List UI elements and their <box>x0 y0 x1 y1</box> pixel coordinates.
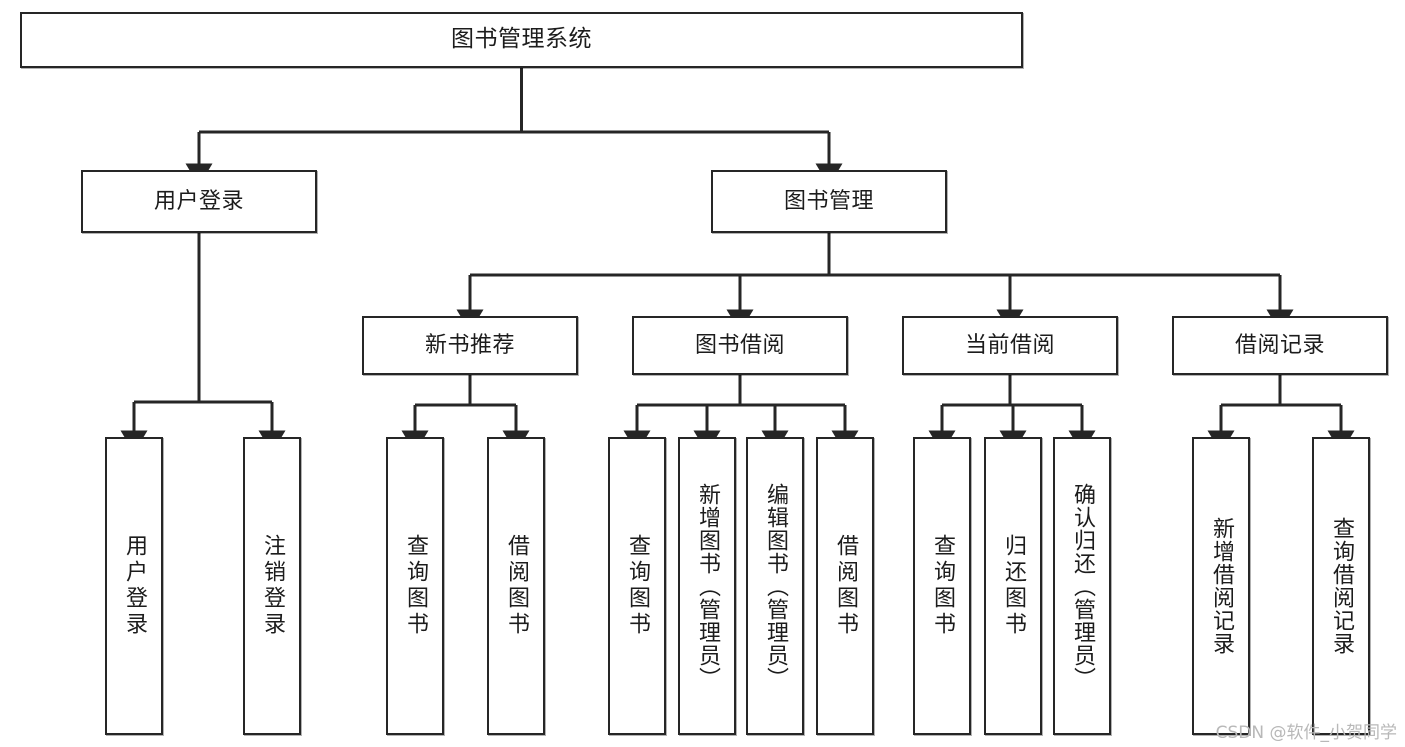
watermark-text: CSDN @软件_小贺同学 <box>1215 723 1397 743</box>
node-leaf-query-book-borrow[interactable]: 查询图书 <box>608 437 666 735</box>
node-current-borrow[interactable]: 当前借阅 <box>902 316 1118 375</box>
node-label: 确认归还（管理员） <box>1070 482 1095 690</box>
node-leaf-return-book[interactable]: 归还图书 <box>984 437 1042 735</box>
node-leaf-add-book[interactable]: 新增图书（管理员） <box>678 437 736 735</box>
node-label: 新书推荐 <box>424 332 515 358</box>
node-label: 查询借阅记录 <box>1329 517 1354 655</box>
node-label: 新增图书（管理员） <box>695 482 720 690</box>
node-label: 归还图书 <box>1001 534 1026 638</box>
node-book-borrow[interactable]: 图书借阅 <box>632 316 848 375</box>
node-leaf-borrow-book-rec[interactable]: 借阅图书 <box>487 437 545 735</box>
node-label: 新增借阅记录 <box>1209 517 1234 655</box>
node-user-login[interactable]: 用户登录 <box>81 170 317 233</box>
node-leaf-borrow-book[interactable]: 借阅图书 <box>816 437 874 735</box>
node-leaf-add-record[interactable]: 新增借阅记录 <box>1192 437 1250 735</box>
node-label: 查询图书 <box>930 534 955 638</box>
node-label: 注销登录 <box>260 534 285 638</box>
node-label: 当前借阅 <box>964 332 1055 358</box>
node-leaf-user-login[interactable]: 用户登录 <box>105 437 163 735</box>
node-label: 借阅图书 <box>833 534 858 638</box>
node-label: 图书管理 <box>783 188 874 214</box>
node-label: 用户登录 <box>153 188 244 214</box>
node-leaf-query-book-current[interactable]: 查询图书 <box>913 437 971 735</box>
node-label: 图书借阅 <box>694 332 785 358</box>
node-leaf-confirm-return[interactable]: 确认归还（管理员） <box>1053 437 1111 735</box>
node-root[interactable]: 图书管理系统 <box>20 12 1023 68</box>
node-leaf-logout[interactable]: 注销登录 <box>243 437 301 735</box>
node-label: 查询图书 <box>625 534 650 638</box>
node-label: 用户登录 <box>122 534 147 638</box>
node-book-manage[interactable]: 图书管理 <box>711 170 947 233</box>
node-leaf-query-record[interactable]: 查询借阅记录 <box>1312 437 1370 735</box>
node-borrow-record[interactable]: 借阅记录 <box>1172 316 1388 375</box>
node-label: 借阅记录 <box>1234 332 1325 358</box>
node-label: 编辑图书（管理员） <box>763 482 788 690</box>
node-leaf-query-book-rec[interactable]: 查询图书 <box>386 437 444 735</box>
node-label: 查询图书 <box>403 534 428 638</box>
node-label: 借阅图书 <box>504 534 529 638</box>
node-label: 图书管理系统 <box>451 26 592 53</box>
node-leaf-edit-book[interactable]: 编辑图书（管理员） <box>746 437 804 735</box>
node-new-book-rec[interactable]: 新书推荐 <box>362 316 578 375</box>
